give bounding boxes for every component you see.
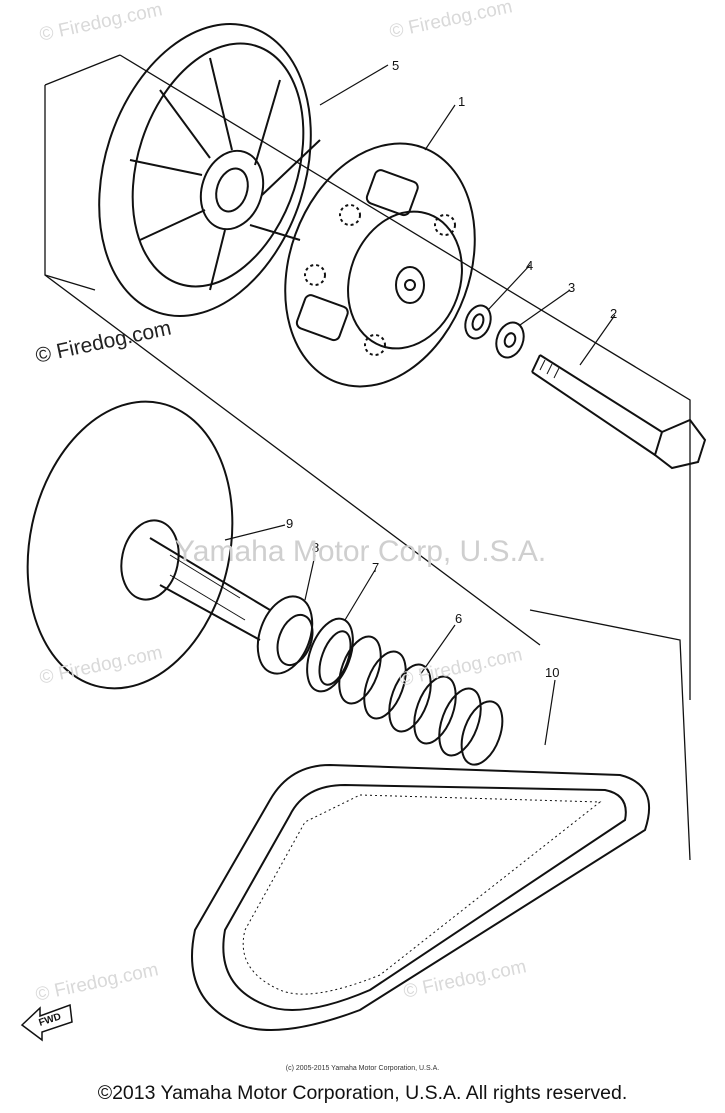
leader-lines	[224, 64, 616, 746]
callout-2: 2	[610, 306, 617, 321]
small-copyright: (c) 2005-2015 Yamaha Motor Corporation, …	[285, 1065, 440, 1072]
callout-1: 1	[458, 94, 465, 109]
callout-10: 10	[545, 665, 559, 680]
callout-9: 9	[286, 516, 293, 531]
part-9-secondary-sheave	[26, 400, 271, 690]
watermark-center: Yamaha Motor Corp, U.S.A.	[175, 535, 547, 568]
callout-6: 6	[455, 611, 462, 626]
callout-8: 8	[312, 540, 319, 555]
part-7-ring	[306, 617, 354, 693]
fwd-arrow-icon	[20, 1003, 73, 1042]
part-5-fixed-sheave	[98, 23, 321, 317]
callout-4: 4	[526, 258, 533, 273]
part-1-sliding-sheave	[284, 142, 476, 388]
part-4-washer	[464, 304, 492, 340]
callout-5: 5	[392, 58, 399, 73]
footer-copyright: ©2013 Yamaha Motor Corporation, U.S.A. A…	[97, 1082, 628, 1104]
part-6-spring	[338, 635, 504, 766]
part-10-drive-belt	[191, 763, 650, 1031]
callout-7: 7	[372, 560, 379, 575]
callout-3: 3	[568, 280, 575, 295]
part-8-bearing	[256, 595, 314, 675]
part-2-bolt	[531, 354, 707, 470]
part-3-washer	[495, 321, 525, 359]
frame-outline	[44, 54, 691, 861]
